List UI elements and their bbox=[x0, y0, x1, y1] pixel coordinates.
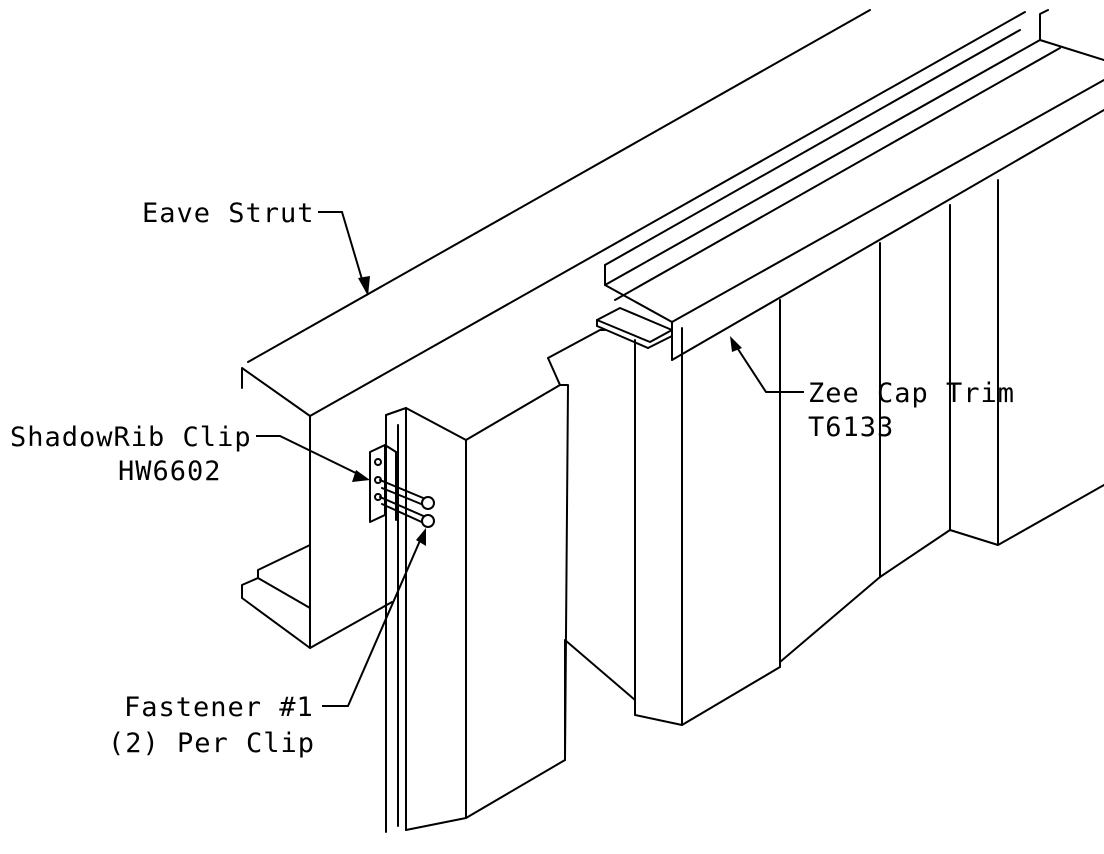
zee-cap-trim bbox=[596, 9, 1104, 361]
zee-cap-trim-label: Zee Cap Trim bbox=[808, 378, 1015, 409]
leader-eave-strut bbox=[318, 211, 370, 296]
eave-strut bbox=[241, 9, 1026, 649]
shadowrib-clip-label: ShadowRib Clip bbox=[10, 422, 252, 453]
wall-panels bbox=[385, 179, 1104, 833]
shadowrib-clip-part-number: HW6602 bbox=[118, 456, 222, 487]
fastener-label: Fastener #1 bbox=[124, 692, 314, 723]
shadowrib-clip bbox=[369, 444, 397, 523]
leader-zee-cap-trim bbox=[730, 336, 804, 393]
leader-shadowrib-clip bbox=[256, 435, 370, 482]
eave-strut-label: Eave Strut bbox=[142, 198, 315, 229]
fastener-quantity-label: (2) Per Clip bbox=[108, 728, 315, 759]
zee-cap-trim-part-number: T6133 bbox=[808, 412, 894, 443]
fasteners bbox=[379, 479, 435, 528]
leader-fastener bbox=[322, 528, 426, 707]
